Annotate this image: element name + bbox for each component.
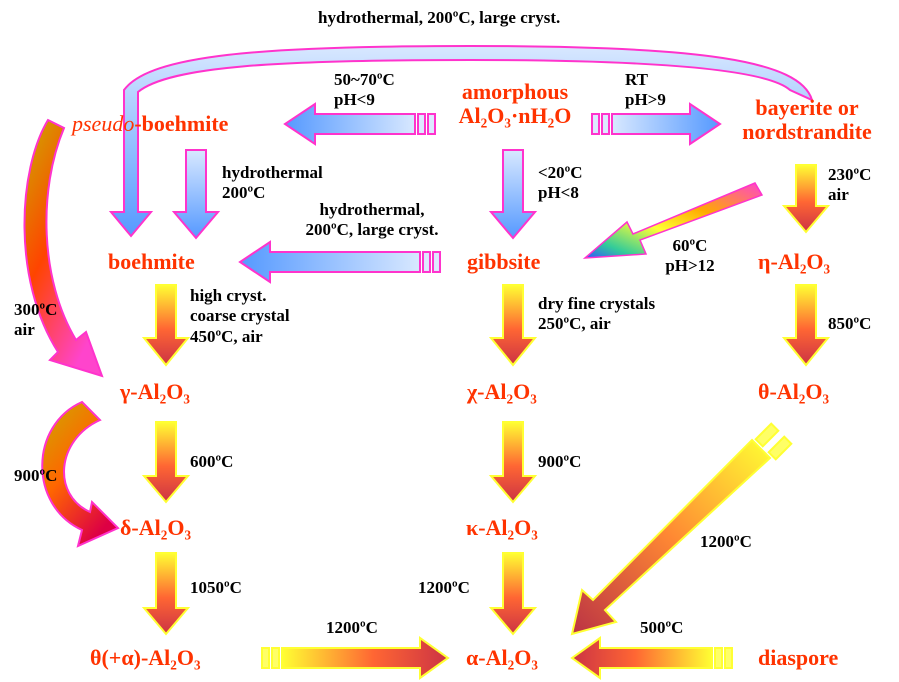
cond-diaspore-to-alpha: 500ºC xyxy=(640,618,684,637)
cond-line: pH<8 xyxy=(538,183,579,203)
cond-line: pH>9 xyxy=(625,90,666,110)
arrow-gibbsite-to-boehmite xyxy=(238,240,441,284)
arrow-gamma-to-delta xyxy=(141,421,191,504)
cond-line: 450ºC, air xyxy=(190,326,263,346)
cond-pseudo-to-boehmite: hydrothermal 200ºC xyxy=(222,163,323,204)
node-amorphous: amorphous Al₂O₃·nH₂O xyxy=(440,79,590,129)
cond-line: air xyxy=(828,185,849,205)
arrow-bayerite-to-gibbsite xyxy=(582,182,764,259)
node-kappa: κ-Al₂O₃ xyxy=(466,515,538,540)
cond-boehmite-to-gamma: high cryst. coarse crystal 450ºC, air xyxy=(190,286,290,347)
arrow-delta-to-theta-alpha xyxy=(141,552,191,636)
cond-top-arc: hydrothermal, 200ºC, large cryst. xyxy=(318,8,561,27)
cond-line: coarse crystal xyxy=(190,306,290,326)
arrow-pseudo-to-boehmite xyxy=(171,149,221,240)
cond-line: 250ºC, air xyxy=(538,314,611,334)
node-bayerite-line1: bayerite or xyxy=(755,95,859,120)
node-alpha: α-Al₂O₃ xyxy=(466,645,538,670)
cond-amorph-to-gibbsite: <20ºC pH<8 xyxy=(538,163,583,204)
cond-amorph-to-bayerite: RT pH>9 xyxy=(625,70,666,111)
node-bayerite: bayerite or nordstrandite xyxy=(722,95,892,145)
arrow-eta-to-theta xyxy=(781,284,831,367)
cond-eta-to-theta: 850ºC xyxy=(828,314,872,333)
node-amorphous-line1: amorphous xyxy=(461,79,569,104)
node-gamma: γ-Al₂O₃ xyxy=(120,379,190,404)
node-pseudo-prefix: pseudo xyxy=(72,111,135,136)
node-boehmite: boehmite xyxy=(108,249,195,274)
cond-line: 50~70ºC xyxy=(334,70,395,89)
cond-line: air xyxy=(14,320,35,340)
cond-delta-to-theta-alpha: 1050ºC xyxy=(190,578,242,597)
arrow-boehmite-to-gamma xyxy=(141,284,191,367)
node-theta: θ-Al₂O₃ xyxy=(758,379,830,404)
arrow-amorph-to-gibbsite xyxy=(488,149,538,240)
node-bayerite-line2: nordstrandite xyxy=(742,119,872,145)
cond-kappa-to-alpha: 1200ºC xyxy=(418,578,470,597)
arrow-kappa-to-alpha xyxy=(488,552,538,636)
cond-line: 60ºC xyxy=(672,236,708,255)
arrow-chi-to-kappa xyxy=(488,421,538,504)
cond-line: pH>12 xyxy=(665,256,715,276)
curve-arrow-gamma-to-delta xyxy=(41,400,120,548)
cond-line: <20ºC xyxy=(538,163,583,182)
arrow-theta-alpha-to-alpha xyxy=(261,636,450,680)
arrow-gibbsite-to-chi xyxy=(488,284,538,367)
node-chi: χ-Al₂O₃ xyxy=(467,379,537,404)
node-diaspore: diaspore xyxy=(758,645,839,670)
cond-line: 300ºC xyxy=(14,300,58,319)
cond-pseudo-to-gamma: 300ºC air xyxy=(14,300,57,341)
node-theta-alpha: θ(+α)-Al₂O₃ xyxy=(90,645,201,670)
cond-line: hydrothermal, xyxy=(319,200,425,219)
cond-line: dry fine crystals xyxy=(538,294,656,313)
top-arc-arrow xyxy=(108,44,814,238)
cond-theta-to-alpha: 1200ºC xyxy=(700,532,752,551)
cond-line: 200ºC xyxy=(222,183,266,203)
arrow-amorph-to-bayerite xyxy=(591,102,722,146)
arrow-theta-to-alpha xyxy=(570,422,793,636)
cond-line: RT xyxy=(625,70,649,89)
cond-line: hydrothermal xyxy=(222,163,323,182)
curve-arrow-pseudo-to-gamma xyxy=(23,118,104,378)
node-pseudo-boehmite: pseudo-boehmite xyxy=(72,111,229,136)
cond-line: high cryst. xyxy=(190,286,267,305)
cond-chi-to-kappa: 900ºC xyxy=(538,452,582,471)
cond-theta-alpha-to-alpha: 1200ºC xyxy=(326,618,378,637)
node-delta: δ-Al₂O₃ xyxy=(120,515,192,540)
arrow-amorph-to-pseudo xyxy=(283,102,436,146)
node-gibbsite: gibbsite xyxy=(467,249,541,274)
cond-bayerite-to-eta: 230ºC air xyxy=(828,165,871,206)
cond-gibbsite-to-boehmite: hydrothermal, 200ºC, large cryst. xyxy=(282,200,462,241)
cond-line: pH<9 xyxy=(334,90,375,110)
arrow-diaspore-to-alpha xyxy=(570,636,733,680)
cond-gamma-to-delta: 600ºC xyxy=(190,452,234,471)
cond-bayerite-to-gibbsite: 60ºC pH>12 xyxy=(660,236,720,277)
cond-amorph-to-pseudo: 50~70ºC pH<9 xyxy=(334,70,395,111)
cond-gamma-to-delta-side: 900ºC xyxy=(14,466,58,485)
cond-gibbsite-to-chi: dry fine crystals 250ºC, air xyxy=(538,294,655,335)
cond-line: 230ºC xyxy=(828,165,872,184)
node-amorphous-line2: Al₂O₃·nH₂O xyxy=(458,103,572,129)
cond-line: 200ºC, large cryst. xyxy=(305,220,439,240)
node-eta: η-Al₂O₃ xyxy=(758,249,831,274)
node-pseudo-rest: -boehmite xyxy=(134,111,229,136)
arrow-bayerite-to-eta xyxy=(781,164,831,234)
